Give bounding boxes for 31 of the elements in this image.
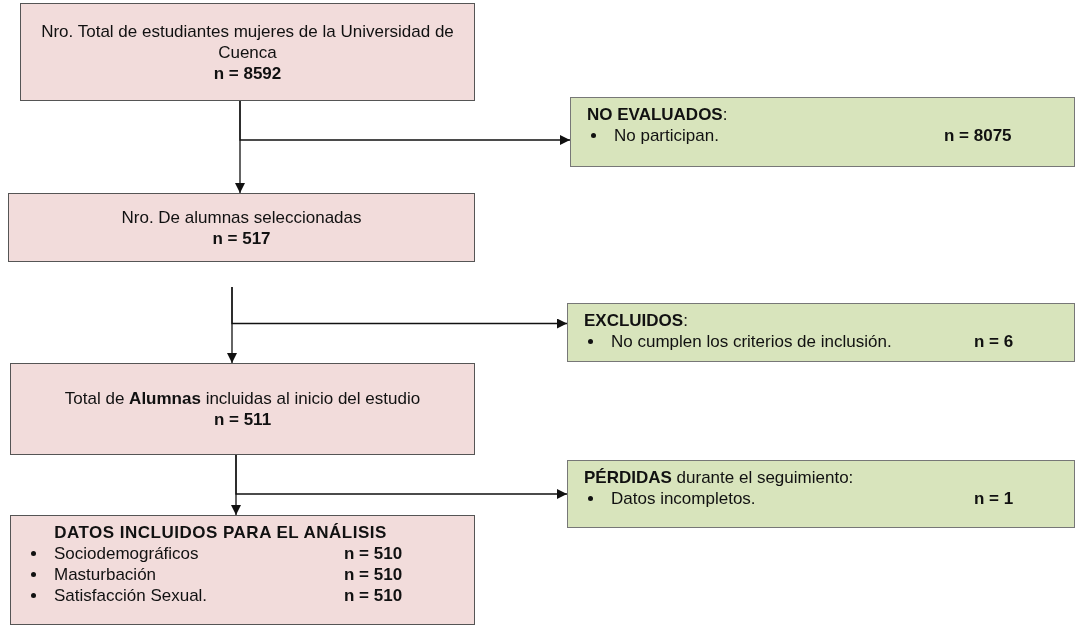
count-value: n = 8592 <box>213 62 282 84</box>
process-box <box>8 193 475 262</box>
count-value: n = 6 <box>974 331 1015 352</box>
list-item: Sociodemográficos <box>54 543 200 564</box>
list-item: No cumplen los criterios de inclusión. <box>611 331 893 352</box>
arrow <box>235 100 245 194</box>
process-box <box>10 363 475 455</box>
list-item: Satisfacción Sexual. <box>54 585 209 606</box>
list-item: Masturbación <box>54 564 158 585</box>
process-box <box>20 3 475 101</box>
box-text: Nro. De alumnas seleccionadas <box>121 206 362 228</box>
note-box <box>570 97 1075 167</box>
box-heading: NO EVALUADOS: <box>587 104 729 125</box>
note-box <box>567 460 1075 528</box>
arrow <box>227 286 237 364</box>
count-value: n = 510 <box>344 564 404 585</box>
count-value: n = 510 <box>344 585 404 606</box>
arrow <box>231 454 241 516</box>
box-heading: EXCLUIDOS: <box>584 310 689 331</box>
list-item: No participan. <box>614 125 720 146</box>
count-value: n = 8075 <box>944 125 1013 146</box>
note-box <box>567 303 1075 362</box>
process-box <box>10 515 475 625</box>
box-heading: PÉRDIDAS durante el seguimiento: <box>584 467 855 488</box>
box-text: Total de Alumnas incluidas al inicio del estudio <box>64 388 421 409</box>
box-heading: DATOS INCLUIDOS PARA EL ANÁLISIS <box>53 522 388 543</box>
count-value: n = 510 <box>344 543 404 564</box>
count-value: n = 511 <box>213 409 272 430</box>
count-value: n = 517 <box>212 227 271 249</box>
list-item: Datos incompletos. <box>611 488 757 509</box>
count-value: n = 1 <box>974 488 1015 509</box>
